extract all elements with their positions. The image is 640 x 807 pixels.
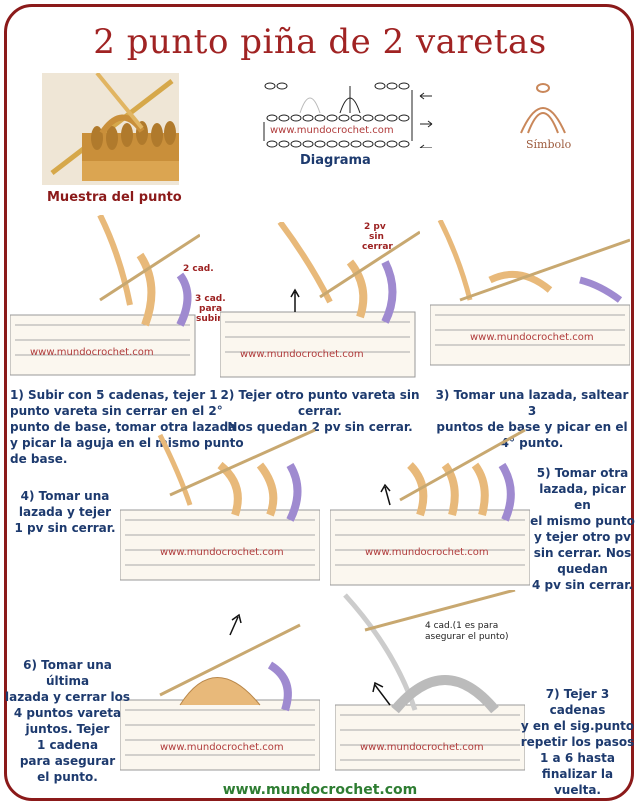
diagram-caption: Diagrama (300, 153, 371, 168)
stitch-diagram: www.mundocrochet.com (263, 82, 433, 148)
page-frame (4, 4, 634, 801)
step-6-watermark: www.mundocrochet.com (160, 742, 284, 753)
sample-caption: Muestra del punto (47, 190, 182, 205)
step-2-text: 2) Tejer otro punto vareta sin cerrar.No… (220, 388, 420, 434)
step-1-note-subir: subir (196, 314, 222, 324)
step-1-note-para: para (199, 304, 223, 314)
step-2-note-a: 2 pv (364, 222, 386, 232)
step-3-watermark: www.mundocrochet.com (470, 332, 594, 343)
step-1-note-chain: 2 cad. (183, 264, 214, 274)
step-2-note-b: sin (369, 232, 384, 242)
step-3-illustration: www.mundocrochet.com (430, 220, 630, 366)
page-title: 2 punto piña de 2 varetas (93, 22, 547, 62)
step-7-illustration: www.mundocrochet.com (335, 590, 525, 771)
symbol-caption: Símbolo (526, 138, 572, 151)
step-1-note-chain3: 3 cad. (195, 294, 226, 304)
sample-photo (42, 73, 179, 185)
step-1-illustration: www.mundocrochet.com (10, 215, 200, 376)
step-7-note-a: 4 cad.(1 es para (425, 621, 499, 631)
step-2-watermark: www.mundocrochet.com (240, 349, 364, 360)
step-1-watermark: www.mundocrochet.com (30, 347, 154, 358)
step-7-watermark: www.mundocrochet.com (360, 742, 484, 753)
step-2-illustration: www.mundocrochet.com (220, 222, 420, 378)
step-5-illustration: www.mundocrochet.com (330, 428, 530, 586)
step-4-illustration: www.mundocrochet.com (120, 428, 320, 581)
step-4-watermark: www.mundocrochet.com (160, 547, 284, 558)
diagram-watermark: www.mundocrochet.com (270, 125, 394, 136)
step-6-illustration: www.mundocrochet.com (120, 613, 320, 771)
puff-stitch-symbol-icon (520, 83, 566, 134)
footer-website-link[interactable]: www.mundocrochet.com (222, 782, 418, 798)
step-7-note-b: asegurar el punto) (425, 632, 509, 642)
step-2-note-c: cerrar (362, 242, 393, 252)
step-5-watermark: www.mundocrochet.com (365, 547, 489, 558)
